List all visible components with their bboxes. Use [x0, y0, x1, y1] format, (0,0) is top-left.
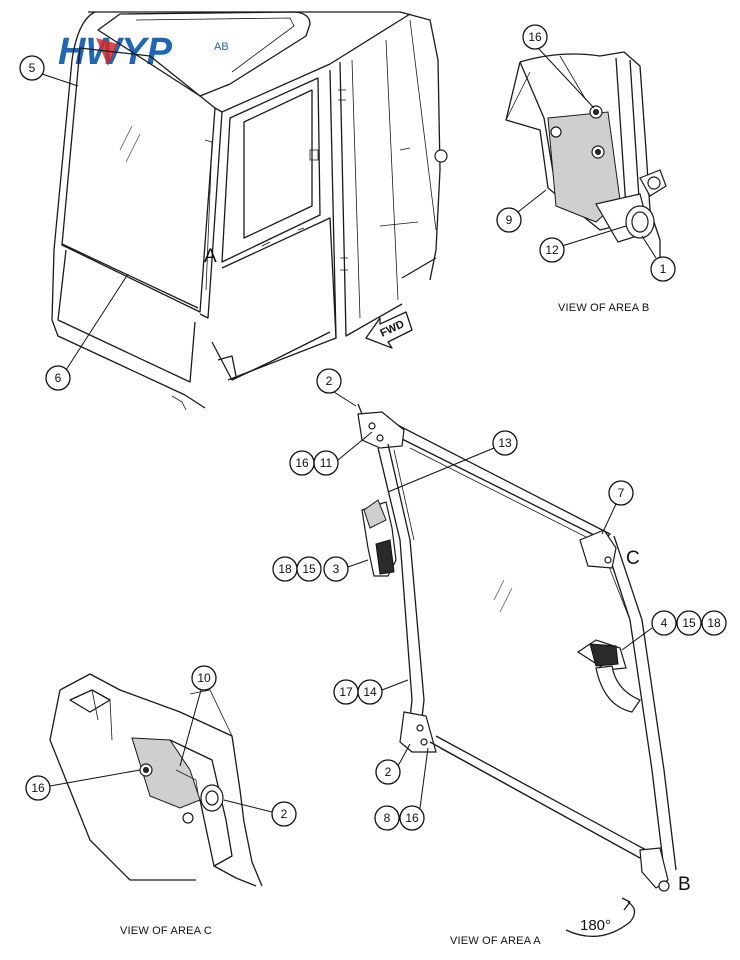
svg-text:16: 16	[405, 811, 419, 825]
svg-text:16: 16	[295, 456, 309, 470]
callout-18-left: 18	[272, 556, 298, 582]
callout-15-left: 15	[296, 556, 322, 582]
callout-15-right: 15	[676, 610, 702, 636]
callout-9: 9	[496, 207, 522, 233]
label-area-b: B	[678, 874, 691, 895]
callout-12: 12	[539, 237, 565, 263]
callout-16-bottom: 16	[399, 805, 425, 831]
svg-text:7: 7	[618, 486, 625, 500]
front-windshield	[61, 47, 216, 313]
svg-text:15: 15	[682, 616, 696, 630]
rotation-arrow: 180°	[565, 897, 636, 937]
svg-text:16: 16	[31, 781, 45, 795]
svg-text:18: 18	[707, 616, 721, 630]
callout-8: 8	[374, 805, 400, 831]
forward-arrow: FWD	[365, 311, 413, 349]
svg-text:18: 18	[278, 562, 292, 576]
callout-6: 6	[45, 365, 71, 391]
svg-text:2: 2	[281, 807, 288, 821]
callout-3: 3	[323, 556, 349, 582]
callout-7: 7	[608, 480, 634, 506]
svg-text:15: 15	[302, 562, 316, 576]
svg-text:5: 5	[29, 61, 36, 75]
svg-text:12: 12	[545, 243, 559, 257]
svg-text:14: 14	[363, 685, 377, 699]
callout-2-area-c: 2	[271, 801, 297, 827]
svg-text:16: 16	[528, 30, 542, 44]
logo-suffix: AB	[214, 41, 229, 53]
caption-area-a: VIEW OF AREA A	[450, 935, 541, 947]
svg-text:17: 17	[339, 685, 353, 699]
svg-text:8: 8	[384, 811, 391, 825]
label-area-a: A	[204, 246, 217, 267]
callout-16-area-a: 16	[289, 450, 315, 476]
svg-text:6: 6	[55, 371, 62, 385]
svg-text:9: 9	[506, 213, 513, 227]
callout-18-right: 18	[701, 610, 727, 636]
svg-text:11: 11	[320, 456, 333, 470]
brand-logo: HWYP AB	[58, 31, 229, 73]
logo-red-accent	[96, 38, 118, 66]
view-area-c-illustration	[49, 673, 263, 887]
svg-text:10: 10	[197, 671, 211, 685]
callout-2-top: 2	[316, 368, 342, 394]
callout-4: 4	[651, 610, 677, 636]
caption-area-c: VIEW OF AREA C	[120, 925, 212, 937]
callout-5: 5	[19, 55, 45, 81]
callout-1: 1	[650, 256, 676, 282]
callout-2-bottom: 2	[375, 759, 401, 785]
view-area-a-illustration	[357, 403, 677, 892]
label-area-c: C	[626, 548, 640, 569]
svg-text:1: 1	[660, 262, 667, 276]
rotation-label: 180°	[580, 917, 611, 934]
caption-area-b: VIEW OF AREA B	[558, 302, 649, 314]
callout-16-area-b: 16	[522, 24, 548, 50]
svg-text:13: 13	[498, 436, 512, 450]
callout-14: 14	[357, 679, 383, 705]
callout-17: 17	[333, 679, 359, 705]
svg-text:2: 2	[385, 765, 392, 779]
svg-text:3: 3	[333, 562, 340, 576]
side-window	[221, 77, 321, 263]
fwd-label: FWD	[378, 318, 406, 339]
callout-16-area-c: 16	[25, 775, 51, 801]
svg-text:4: 4	[661, 616, 668, 630]
cab-illustration	[51, 11, 448, 411]
callout-13: 13	[492, 430, 518, 456]
view-area-b-illustration	[505, 51, 667, 262]
callout-10: 10	[191, 665, 217, 691]
callout-11: 11	[313, 450, 339, 476]
svg-text:2: 2	[326, 374, 333, 388]
